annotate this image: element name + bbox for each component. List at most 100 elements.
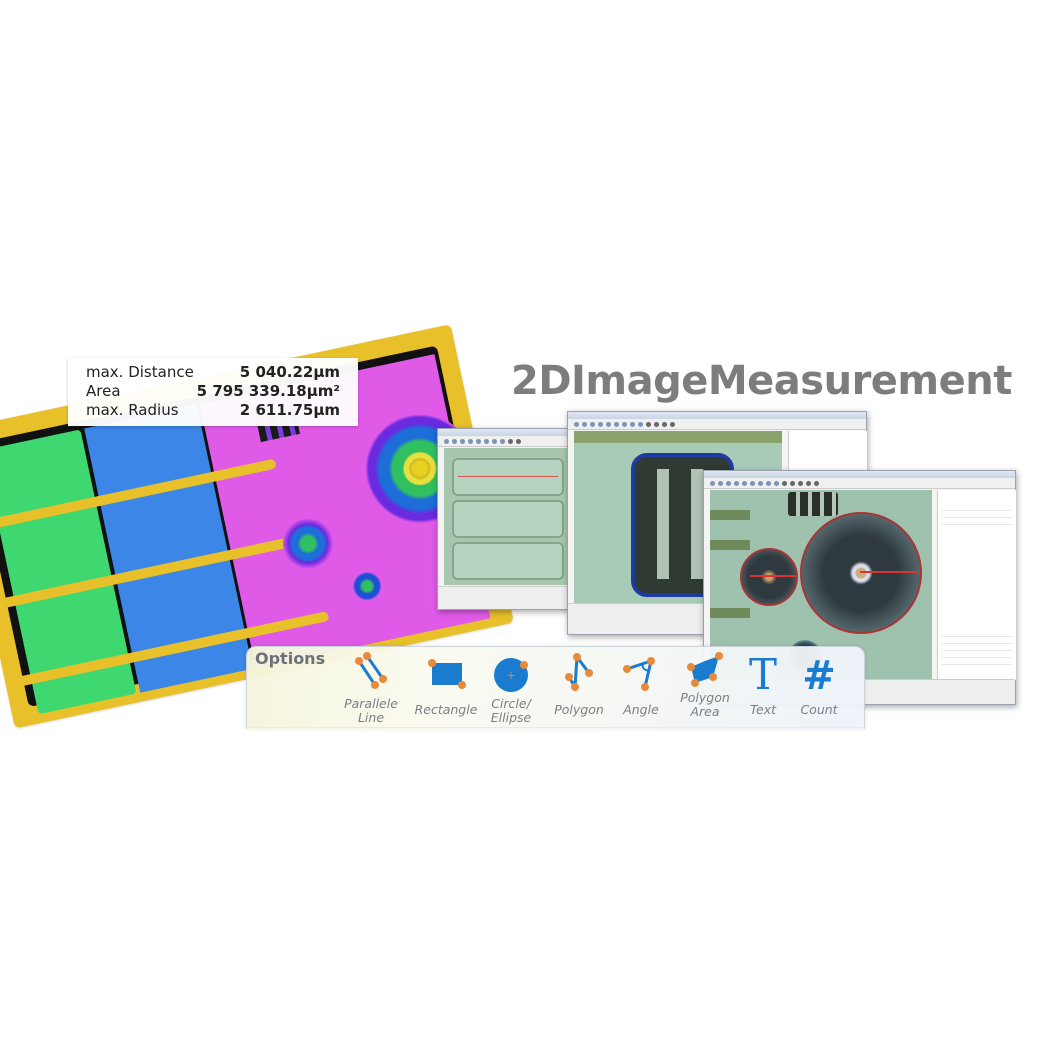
text-icon: T [749,651,777,695]
tool-label: Text [749,702,777,717]
toolbar-icon[interactable] [718,480,723,486]
window-titlebar [438,429,573,436]
toolbar-icon[interactable] [766,480,771,486]
tool-label: Ellipse [490,710,532,725]
toolbar-icon[interactable] [734,480,739,486]
palette-bottom-edge [246,727,863,728]
result-row-area: Area 5 795 339.18µm² [68,382,358,401]
toolbar-icon[interactable] [444,438,449,444]
toolbar-icon[interactable] [638,421,643,427]
results-table-panel [937,490,1016,680]
sample-stripe [452,500,564,538]
toolbar-icon[interactable] [710,480,715,486]
toolbar-icon[interactable] [484,438,489,444]
tool-label: Polygon [680,690,730,705]
toolbar-icon[interactable] [782,480,787,486]
toolbar-icon[interactable] [590,421,595,427]
tool-angle[interactable]: Angle [605,651,677,717]
tool-polygon-area[interactable]: Polygon Area [669,651,741,719]
measured-circle-small [740,548,798,606]
toolbar-icon[interactable] [646,421,651,427]
structure-band [710,510,750,520]
window-status-panel [438,586,573,609]
window-titlebar [568,412,866,419]
result-value: 2 611.75µm [239,401,340,419]
window-toolbar [704,478,1015,489]
window-titlebar [704,471,1015,478]
toolbar-icon[interactable] [670,421,675,427]
toolbar-icon[interactable] [726,480,731,486]
image-canvas[interactable] [444,448,572,585]
toolbar-icon[interactable] [606,421,611,427]
polygon-icon [565,652,593,692]
tool-label: Angle [623,702,659,717]
measured-circle-large [800,512,922,634]
toolbar-icon[interactable] [806,480,811,486]
structure-bar [657,469,669,579]
toolbar-icon[interactable] [630,421,635,427]
svg-text:#: # [802,653,836,695]
radius-line [750,575,796,577]
options-palette: Options Parallele Line Rectangle + Circl… [246,646,865,729]
structure-bar [691,469,703,579]
tool-label: Parallele [344,696,398,711]
tool-count[interactable]: # Count [783,651,855,717]
result-value: 5 040.22µm [239,363,340,381]
tool-rectangle[interactable]: Rectangle [410,651,482,717]
count-icon: # [802,653,836,695]
tool-circle-ellipse[interactable]: + Circle/ Ellipse [475,651,547,725]
tool-label: Line [357,710,385,725]
tool-label: Circle/ [491,696,531,711]
tool-text[interactable]: T Text [727,651,799,717]
toolbar-icon[interactable] [460,438,465,444]
structure-slots [788,492,838,516]
sample-stripe [452,458,564,496]
toolbar-icon[interactable] [662,421,667,427]
toolbar-icon[interactable] [476,438,481,444]
toolbar-icon[interactable] [614,421,619,427]
toolbar-icon[interactable] [574,421,579,427]
toolbar-icon[interactable] [790,480,795,486]
angle-icon [623,657,655,691]
result-value: 5 795 339.18µm² [196,382,340,400]
measure-line [458,476,558,477]
tool-label: Count [800,702,838,717]
radius-line [860,571,918,573]
polygon-area-icon [687,652,723,687]
sample-stripe [452,542,564,580]
toolbar-icon[interactable] [798,480,803,486]
tool-label: Area [690,704,720,719]
svg-text:+: + [506,669,515,682]
toolbar-icon[interactable] [468,438,473,444]
tool-polygon[interactable]: Polygon [543,651,615,717]
results-table[interactable] [942,630,1012,670]
tool-label: Rectangle [414,702,478,717]
result-label: max. Distance [86,363,194,381]
rectangle-icon [428,659,466,689]
result-row-max-radius: max. Radius 2 611.75µm [68,401,358,420]
toolbar-icon[interactable] [508,438,513,444]
toolbar-icon[interactable] [582,421,587,427]
toolbar-icon[interactable] [452,438,457,444]
structure-band [710,540,750,550]
results-table[interactable] [942,504,1012,528]
toolbar-icon[interactable] [774,480,779,486]
app-window-1 [437,428,574,610]
toolbar-icon[interactable] [492,438,497,444]
toolbar-icon[interactable] [750,480,755,486]
toolbar-icon[interactable] [598,421,603,427]
toolbar-icon[interactable] [500,438,505,444]
canvas-top-band [574,431,782,443]
toolbar-icon[interactable] [516,438,521,444]
structure-band [710,608,750,618]
window-toolbar [568,419,866,430]
result-label: Area [86,382,121,400]
window-toolbar [438,436,573,447]
toolbar-icon[interactable] [742,480,747,486]
toolbar-icon[interactable] [622,421,627,427]
toolbar-icon[interactable] [814,480,819,486]
tool-parallel-line[interactable]: Parallele Line [335,651,407,725]
measurement-results-box: max. Distance 5 040.22µm Area 5 795 339.… [68,358,358,426]
toolbar-icon[interactable] [654,421,659,427]
toolbar-icon[interactable] [758,480,763,486]
